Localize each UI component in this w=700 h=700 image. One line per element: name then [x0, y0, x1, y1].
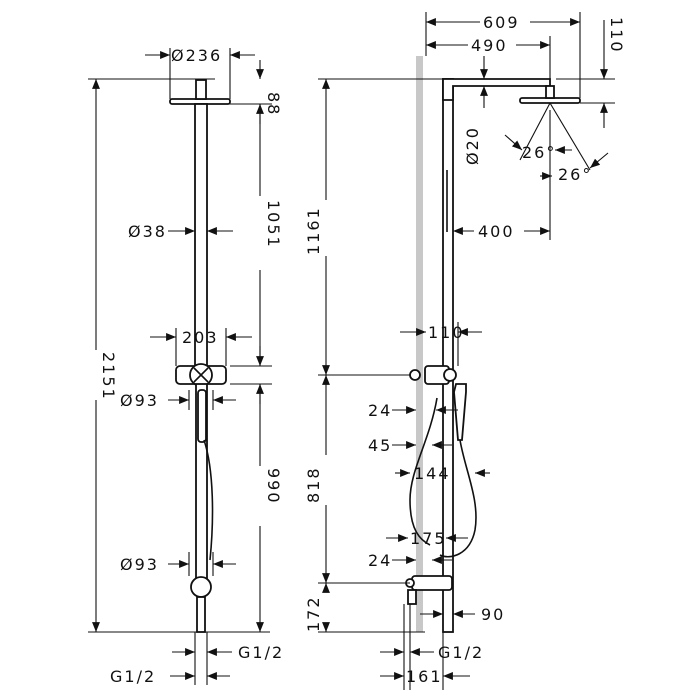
dim-wall-offset: 110: [428, 323, 465, 342]
side-hand-shower: [453, 383, 467, 441]
dim-connection: G1/2: [438, 643, 484, 662]
dim-total-height: 2151: [99, 352, 118, 401]
front-bottom-mixer: [190, 576, 212, 598]
dim-head-thickness: 88: [264, 92, 283, 116]
dim-top-clearance: 110: [607, 17, 626, 54]
dim-head-to-pipe: 400: [478, 222, 515, 241]
wall: [416, 56, 423, 632]
dim-upper-pipe-length: 1051: [264, 200, 283, 249]
front-hose: [203, 439, 214, 561]
dim-thermostat-width: 203: [182, 328, 219, 347]
side-riser-pipe: [442, 78, 454, 633]
dim-connection-spacing: 161: [406, 667, 443, 686]
side-shower-arm: [442, 78, 551, 101]
dim-upper-height: 1161: [304, 206, 323, 255]
dim-hose-offset-1: 24: [368, 401, 392, 420]
front-view: Ø236 88 Ø38 1051 2151 203 Ø93: [88, 46, 284, 686]
side-view: 609 490 110 Ø20 26° 26° 400 1161: [304, 12, 626, 690]
dim-tilt-angle-2: 26°: [558, 165, 592, 184]
dim-tilt-angle-1: 26°: [522, 143, 556, 162]
dim-connection-right: G1/2: [238, 643, 284, 662]
dim-connection-left: G1/2: [110, 667, 156, 686]
dim-head-pipe-diameter: Ø20: [463, 126, 482, 165]
front-head-connector: [195, 79, 207, 100]
front-riser-pipe: [194, 103, 208, 367]
dim-hose-loop-width: 144: [414, 464, 451, 483]
front-hand-shower: [197, 389, 207, 443]
dim-mixer-projection: 90: [481, 605, 505, 624]
side-bottom-mixer: [411, 575, 453, 591]
dim-bottom-diameter: Ø93: [120, 555, 159, 574]
dim-hose-offset-2: 45: [368, 436, 392, 455]
dim-arm-length: 490: [471, 36, 508, 55]
dim-lower-section-height: 990: [264, 468, 283, 505]
dim-hose-span: 175: [410, 529, 447, 548]
dim-pipe-diameter: Ø38: [128, 222, 167, 241]
dim-thermostat-diameter: Ø93: [120, 391, 159, 410]
dim-middle-height: 818: [304, 466, 323, 503]
dim-lower-offset: 24: [368, 551, 392, 570]
dim-head-diameter: Ø236: [171, 46, 222, 65]
dim-total-reach: 609: [483, 13, 520, 32]
side-hose: [409, 397, 438, 546]
dim-bottom-height: 172: [304, 595, 323, 632]
